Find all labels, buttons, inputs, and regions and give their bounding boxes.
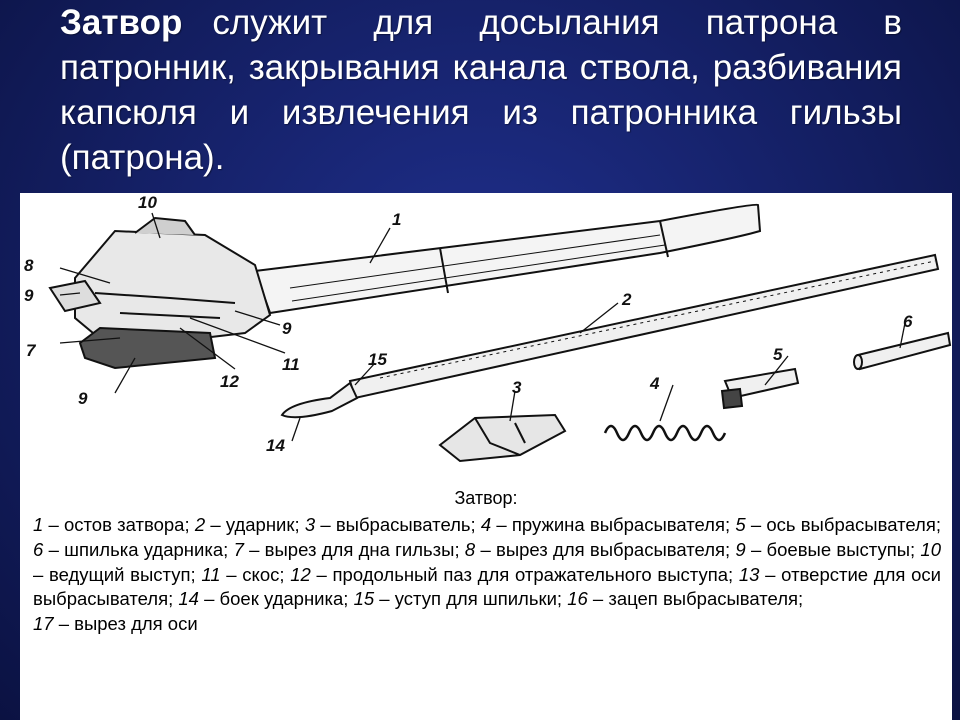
bolt-head-drawing <box>48 216 272 370</box>
part-number: 6 <box>903 312 913 331</box>
legend-item: 5 – ось выбрасывателя; <box>735 514 941 535</box>
bolt-diagram: 10 1 8 9 9 7 11 12 9 2 6 5 15 4 3 14 <box>24 193 952 463</box>
part-number: 10 <box>138 193 157 212</box>
part-number: 9 <box>282 319 292 338</box>
part-number: 8 <box>24 256 34 275</box>
pin-drawing <box>853 331 952 371</box>
legend-item: 2 – ударник; <box>194 514 305 535</box>
legend-item: 4 – пружина выбрасывателя; <box>480 514 736 535</box>
legend-item: 9 – боевые выступы; <box>735 538 921 560</box>
part-number: 2 <box>621 290 632 309</box>
part-number: 15 <box>368 350 387 369</box>
extractor-drawing <box>438 413 567 463</box>
part-number: 14 <box>266 436 285 455</box>
legend-item: 6 – шпилька ударника; <box>33 538 234 560</box>
heading-term: Затвор <box>60 3 183 42</box>
legend-text: 1 – остов затвора; 2 – ударник; 3 – выбр… <box>33 513 941 637</box>
part-number: 12 <box>220 372 239 391</box>
part-number: 7 <box>26 341 37 360</box>
part-number: 4 <box>649 374 660 393</box>
legend-item: 8 – вырез для выбрасывателя; <box>464 538 736 560</box>
legend-item: 7 – вырез для дна гильзы; <box>233 538 465 560</box>
caption-title: Затвор: <box>454 488 518 508</box>
axis-drawing <box>720 367 800 410</box>
legend-item: 13 – отверстие для оси выбрасывателя; <box>33 563 941 610</box>
bolt-body-drawing <box>253 203 762 315</box>
legend-item: 3 – выбрасыватель; <box>304 514 481 535</box>
part-number: 1 <box>392 210 401 229</box>
legend-item: 16 – зацеп выбрасывателя; <box>567 588 804 610</box>
legend-item: 1 – остов затвора; <box>33 514 195 535</box>
part-number: 5 <box>773 345 783 364</box>
firing-pin-drawing <box>280 253 940 419</box>
legend-item: 12 – продольный паз для отражательного в… <box>290 563 739 585</box>
leader-lines <box>59 212 906 442</box>
part-number: 9 <box>24 286 34 305</box>
spring-drawing <box>603 424 727 442</box>
figure-panel: 10 1 8 9 9 7 11 12 9 2 6 5 15 4 3 14 Зат… <box>20 193 952 720</box>
legend-item: 11 – скос; <box>201 563 291 585</box>
part-number: 3 <box>512 378 522 397</box>
heading-text: служит для досылания патрона в патронник… <box>60 3 902 177</box>
legend-item: 17 – вырез для оси <box>33 613 198 635</box>
legend-item: 14 – боек ударника; <box>178 588 354 610</box>
legend-item: 15 – уступ для шпильки; <box>353 588 568 610</box>
part-number-labels: 10 1 8 9 9 7 11 12 9 2 6 5 15 4 3 14 <box>24 193 913 455</box>
part-number: 11 <box>282 355 300 374</box>
part-number: 9 <box>78 389 88 408</box>
legend-item: 10 – ведущий выступ; <box>33 538 941 585</box>
